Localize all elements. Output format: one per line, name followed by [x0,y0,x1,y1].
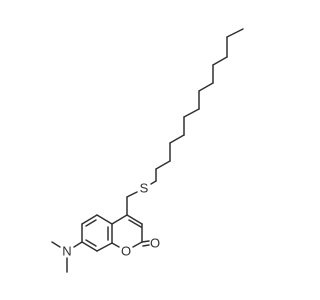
carbonyl-double-bond [142,244,150,247]
chain-bond [150,180,157,185]
ring-double-bond [85,239,97,247]
ring-bond [132,241,143,248]
ring-oxygen-atom: O [121,244,131,259]
ring-double-bond [85,219,97,227]
s-ch2-bond [126,191,138,198]
thioether-linker [126,191,138,216]
carbonyl-oxygen-atom: O [150,236,160,251]
ring-bond [81,214,98,225]
dimethylamino-group [51,241,83,273]
n-methyl-bond [51,241,61,248]
nitrogen-atom: N [62,244,71,259]
molecule-canvas: S N O O [51,28,244,273]
carbonyl-bond [141,240,150,243]
chain-bond [169,134,185,144]
coumarin-core [81,214,150,252]
ring-bond [111,242,120,248]
chain-bond [183,108,200,118]
chain-bond [155,160,171,170]
chain-bond [212,56,228,66]
chain-bond [198,82,214,92]
ring-bond [81,241,98,252]
chain-bond [226,28,244,38]
dodecyl-chain [150,28,244,185]
structure-diagram: S N O O [51,28,244,273]
ring-double-bond [128,219,142,228]
ring-bond [96,214,113,225]
ring-bond [111,214,128,225]
sulfur-atom: S [140,181,149,196]
ring-bond [126,214,143,225]
ring-n-bond [73,241,83,248]
ring-bond [96,242,113,252]
